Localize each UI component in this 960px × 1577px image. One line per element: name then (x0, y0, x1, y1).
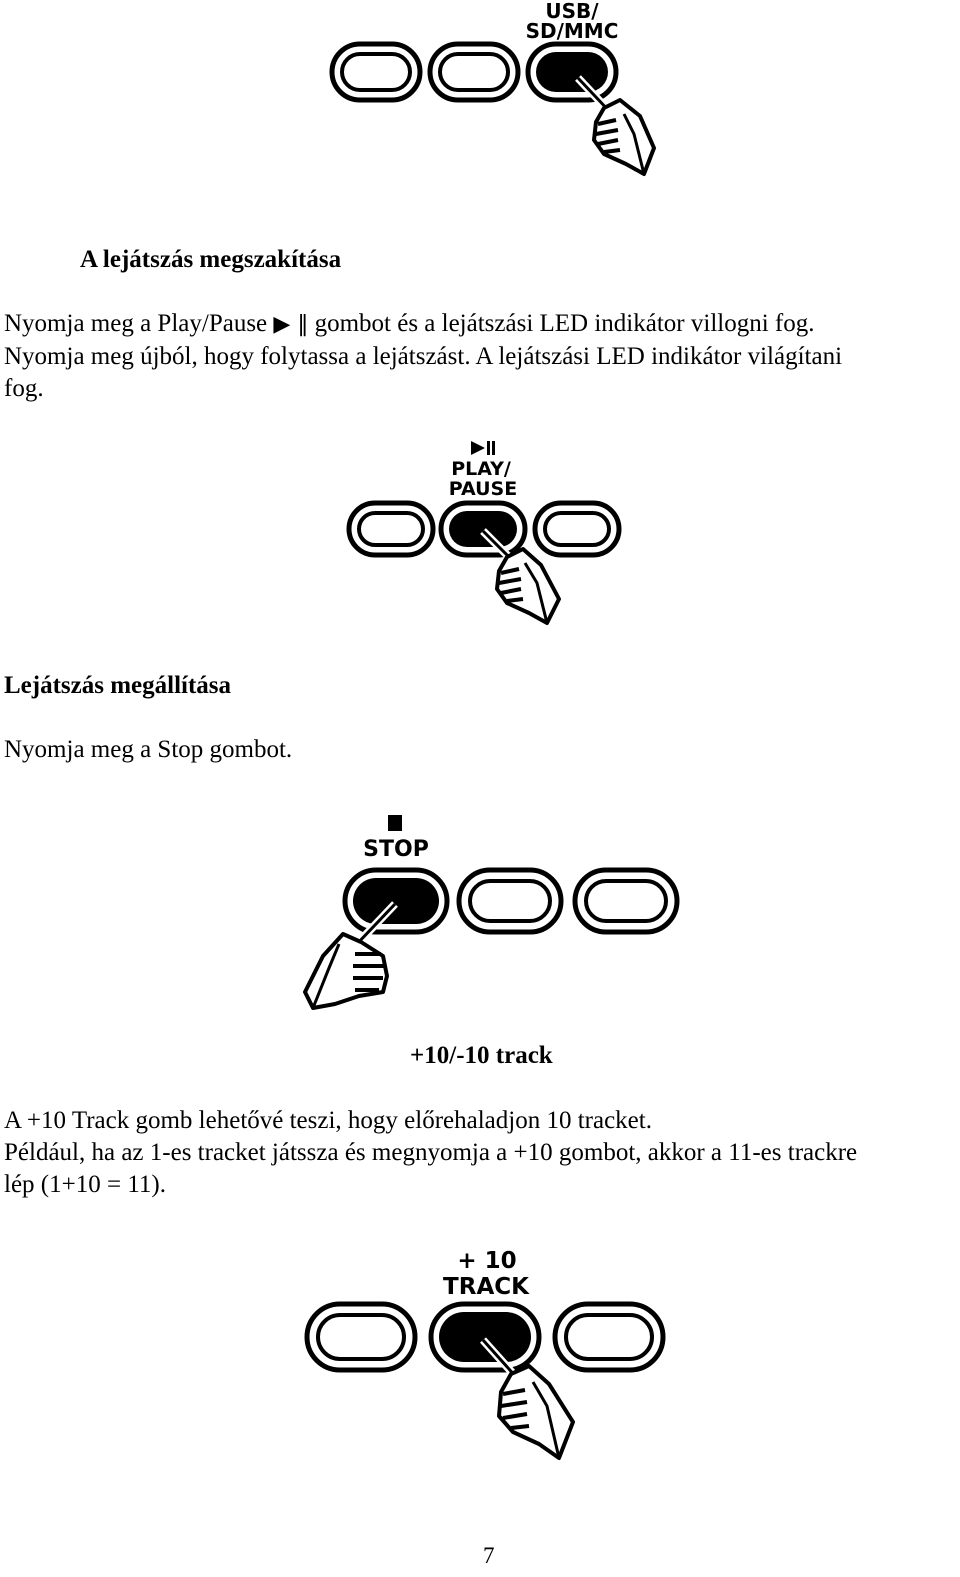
pause-line1-pre: Nyomja meg a Play/Pause (4, 310, 268, 337)
pressed-button-icon (428, 1301, 542, 1373)
play-pause-glyph-icon (471, 441, 495, 455)
track-line1: A +10 Track gomb lehetővé teszi, hogy el… (4, 1107, 652, 1134)
section-heading-stop: Lejátszás megállítása (4, 672, 232, 699)
track-line3: lép (1+10 = 11). (4, 1171, 166, 1198)
button-icon (456, 867, 564, 935)
usb-label-line2: SD/MMC (526, 19, 619, 43)
pressed-button-icon (438, 500, 528, 558)
stop-label: STOP (363, 837, 429, 862)
button-icon (532, 500, 622, 558)
track-label-line1: + 10 (457, 1248, 516, 1274)
pressed-button-icon (525, 41, 619, 103)
button-icon (304, 1301, 418, 1373)
section-heading-track: +10/-10 track (410, 1042, 553, 1069)
button-icon (552, 1301, 666, 1373)
page-number: 7 (483, 1543, 495, 1568)
figure-track-button: + 10 TRACK (304, 1248, 666, 1460)
play-pause-symbol-icon: ▶ ‖ (273, 312, 309, 337)
stop-square-icon (388, 815, 402, 831)
button-icon (572, 867, 680, 935)
button-icon (329, 41, 423, 103)
track-label-line2: TRACK (443, 1274, 530, 1300)
track-paragraph: A +10 Track gomb lehetővé teszi, hogy el… (4, 1105, 857, 1201)
section-heading-pause: A lejátszás megszakítása (80, 246, 342, 273)
pointing-hand-icon (480, 528, 561, 625)
pause-line2: Nyomja meg újból, hogy folytassa a leját… (4, 343, 843, 370)
figure-usb-button: USB/ SD/MMC (329, 0, 656, 176)
figure-play-pause-button: PLAY/ PAUSE (346, 441, 622, 625)
pause-line1: Nyomja meg a Play/Pause ▶ ‖ gombot és a … (4, 308, 842, 341)
play-label-line2: PAUSE (449, 478, 517, 500)
pause-line1-post: gombot és a lejátszási LED indikátor vil… (314, 310, 815, 337)
pressed-button-icon (342, 867, 450, 935)
pointing-hand-icon (303, 901, 398, 1010)
stop-line1: Nyomja meg a Stop gombot. (4, 736, 293, 763)
button-icon (346, 500, 436, 558)
pointing-hand-icon (480, 1337, 575, 1460)
stop-paragraph: Nyomja meg a Stop gombot. (4, 734, 292, 766)
figure-stop-button: STOP (303, 815, 680, 1010)
play-label-line1: PLAY/ (451, 458, 511, 480)
usb-label-line1: USB/ (545, 0, 599, 23)
pause-paragraph: Nyomja meg a Play/Pause ▶ ‖ gombot és a … (4, 308, 842, 405)
pause-line3: fog. (4, 375, 44, 402)
pointing-hand-icon (575, 75, 656, 176)
button-icon (427, 41, 521, 103)
track-line2: Például, ha az 1-es tracket játssza és m… (4, 1139, 858, 1166)
